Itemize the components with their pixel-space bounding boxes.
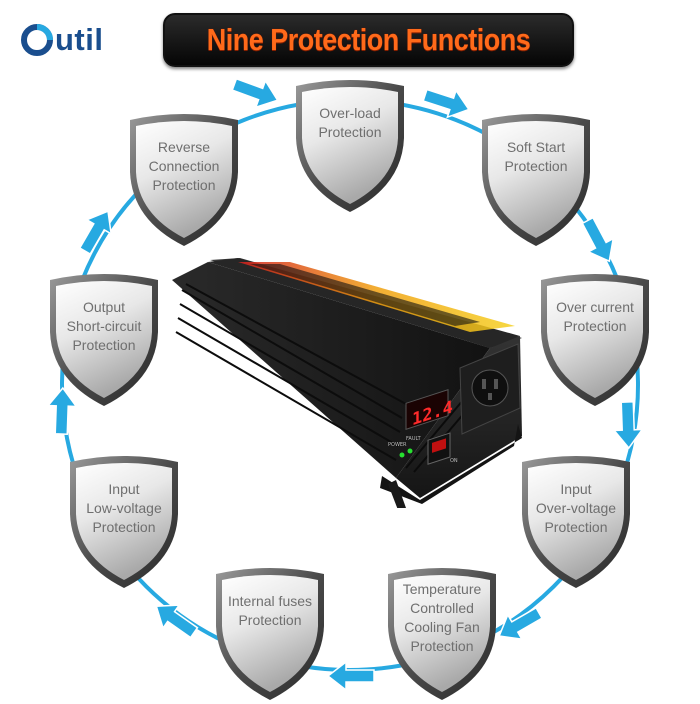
cycle-arrow-icon — [326, 660, 375, 692]
protection-label-line: Protection — [318, 124, 382, 140]
protection-label-line: Protection — [544, 519, 608, 535]
protection-label-line: Protection — [72, 337, 136, 353]
protection-label-line: Connection — [148, 158, 220, 174]
power-inverter-image: 12.4 POWER FAULT ON — [172, 258, 522, 508]
protection-label-line: Over current — [556, 299, 634, 315]
protection-label-line: Soft Start — [506, 139, 566, 155]
cycle-arrow-icon — [498, 606, 544, 641]
brand-logo: util — [20, 20, 138, 60]
shield-icon — [130, 114, 238, 246]
protection-label-line: Output — [82, 299, 126, 315]
shield-icon — [50, 274, 158, 406]
cycle-arrow-icon — [46, 386, 78, 435]
power-led-label: POWER — [388, 442, 407, 448]
protection-label-line: Controlled — [410, 600, 474, 616]
protection-label-line: Reverse — [157, 139, 211, 155]
protection-label-line: Input — [108, 481, 140, 497]
protection-label-line: Over-voltage — [535, 500, 617, 516]
protection-label-line: Over-load — [319, 105, 381, 121]
protection-label-line: Input — [560, 481, 592, 497]
cycle-arrow-icon — [78, 210, 113, 256]
cycle-arrow-icon — [422, 88, 470, 119]
shield-icon — [522, 456, 630, 588]
shield-icon — [482, 114, 590, 246]
cycle-arrow-icon — [155, 604, 199, 639]
title-banner: Nine Protection Functions — [163, 13, 574, 67]
page-title: Nine Protection Functions — [206, 22, 531, 57]
protection-label-line: Protection — [92, 519, 156, 535]
cycle-arrow-icon — [612, 401, 644, 450]
protection-label-line: Short-circuit — [66, 318, 142, 334]
shield-icon — [388, 568, 496, 700]
shield-icon — [70, 456, 178, 588]
protection-label-line: Protection — [504, 158, 568, 174]
logo-text: util — [55, 22, 104, 57]
protection-label-line: Cooling Fan — [404, 619, 480, 635]
fault-led-label: FAULT — [406, 436, 422, 442]
shield-icon — [216, 568, 324, 700]
protection-label-line: Low-voltage — [86, 500, 162, 516]
protection-label-line: Protection — [238, 612, 302, 628]
shield-icon — [541, 274, 649, 406]
protection-label-line: Protection — [563, 318, 627, 334]
protection-label-line: Temperature — [402, 581, 482, 597]
switch-on-label: ON — [450, 458, 458, 464]
cycle-arrow-icon — [581, 216, 615, 263]
logo-ring-icon — [20, 23, 54, 57]
protection-label-line: Protection — [410, 638, 474, 654]
protection-label-line: Protection — [152, 177, 216, 193]
protection-label-line: Internal fuses — [227, 593, 313, 609]
cycle-arrow-icon — [231, 77, 279, 109]
shield-icon — [296, 80, 404, 212]
